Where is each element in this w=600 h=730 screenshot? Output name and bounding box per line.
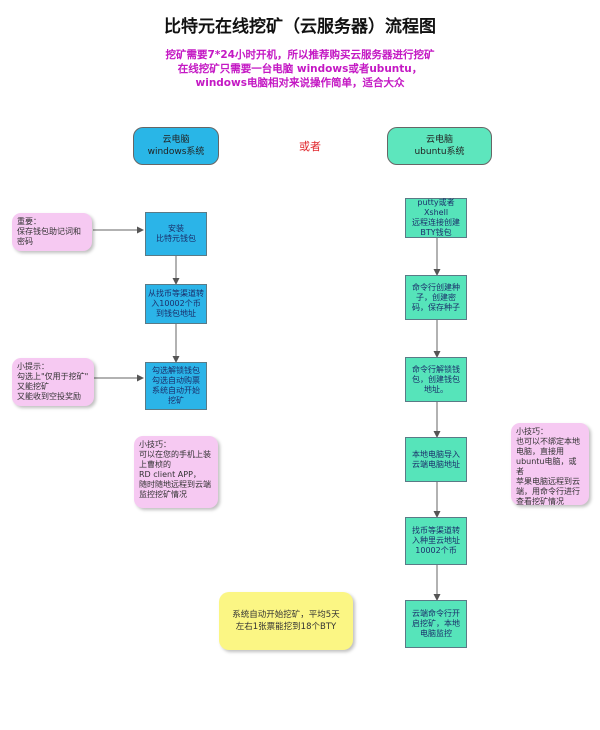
- note-line: 可以在您的手机上装: [139, 450, 211, 459]
- step-line: 比特元钱包: [156, 234, 196, 243]
- step-import-address: 本地电脑导入 云端电脑地址: [405, 437, 467, 482]
- step-line: 命令行创建种: [412, 282, 460, 292]
- windows-cloud-pc-box: 云电脑 windows系统: [133, 127, 219, 165]
- step-line: 命令行解锁钱: [412, 364, 460, 374]
- or-label: 或者: [299, 140, 321, 153]
- step-unlock-wallet: 勾选解锁钱包 勾选自动购票 系统自动开始 挖矿: [145, 362, 207, 410]
- step-transfer-coins: 从找币等渠道转 入10002个币 到钱包地址: [145, 284, 207, 324]
- note-line: 端，用命令行进行: [516, 487, 580, 496]
- note-line: RD client APP，: [139, 470, 201, 479]
- step-line: putty或者Xshell: [417, 198, 455, 217]
- note-line: 左右1张票能挖到18个BTY: [235, 622, 337, 632]
- note-line: 勾选上"仅用于挖矿": [17, 372, 89, 381]
- step-line: 云端电脑地址: [412, 459, 460, 469]
- step-line: 云端命令行开: [412, 609, 460, 618]
- note-important: 重要： 保存钱包助记词和 密码: [12, 213, 92, 251]
- note-line: 保存钱包助记词和: [17, 227, 81, 236]
- step-line: 远程连接创建: [412, 218, 460, 227]
- step-line: 包，创建钱包: [412, 374, 460, 384]
- note-line: 又能挖矿: [17, 382, 49, 391]
- note-line: 监控挖矿情况: [139, 490, 187, 499]
- note-line: 上曹桢的: [139, 460, 171, 469]
- step-line: 系统自动开始: [152, 386, 200, 395]
- step-transfer-to-cloud: 找币等渠道转 入种里云地址 10002个币: [405, 517, 467, 565]
- step-line: 安装: [168, 224, 184, 233]
- step-install-wallet: 安装 比特元钱包: [145, 212, 207, 256]
- step-line: 码，保存种子: [412, 302, 460, 312]
- subtitle-line: 挖矿需要7*24小时开机，所以推荐购买云服务器进行挖矿: [165, 49, 435, 61]
- windows-header-line: 云电脑: [162, 135, 190, 145]
- note-line: 也可以不绑定本地: [516, 437, 580, 446]
- subtitle-line: windows电脑相对来说操作简单，适合大众: [195, 77, 405, 89]
- note-line: 系统自动开始挖矿，平均5天: [232, 610, 340, 620]
- ubuntu-header-line: 云电脑: [425, 135, 453, 145]
- note-line: 查看挖矿情况: [516, 497, 564, 506]
- windows-header-line: windows系统: [147, 147, 205, 157]
- step-unlock-create-address: 命令行解锁钱 包，创建钱包 地址。: [405, 357, 467, 402]
- step-line: 从找币等渠道转: [148, 289, 204, 298]
- note-line: 小提示：: [17, 362, 49, 371]
- step-line: 启挖矿，本地: [412, 619, 460, 628]
- note-ubuntu-tip: 小技巧： 也可以不绑定本地 电脑，直接用 ubuntu电脑，或者 苹果电脑远程到…: [511, 423, 589, 506]
- step-line: 本地电脑导入: [412, 449, 460, 459]
- step-line: 找币等渠道转: [412, 526, 460, 535]
- ubuntu-cloud-pc-box: 云电脑 ubuntu系统: [387, 127, 492, 165]
- step-line: 挖矿: [168, 396, 184, 405]
- subtitle: 挖矿需要7*24小时开机，所以推荐购买云服务器进行挖矿 在线挖矿只需要一台电脑 …: [0, 48, 600, 90]
- note-line: 电脑，直接用: [516, 447, 564, 456]
- subtitle-line: 在线挖矿只需要一台电脑 windows或者ubuntu，: [177, 63, 423, 75]
- step-line: 勾选解锁钱包: [152, 366, 200, 375]
- step-start-mining-monitor: 云端命令行开 启挖矿，本地 电脑监控: [405, 600, 467, 648]
- note-line: 密码: [17, 237, 33, 246]
- step-line: 10002个币: [415, 546, 457, 555]
- ubuntu-header-line: ubuntu系统: [414, 147, 465, 157]
- step-line: 地址。: [424, 384, 448, 394]
- note-line: 随时随地远程到云端: [139, 480, 211, 489]
- note-line: 小技巧：: [516, 427, 548, 436]
- note-result: 系统自动开始挖矿，平均5天 左右1张票能挖到18个BTY: [219, 592, 353, 650]
- step-line: 入10002个币: [151, 299, 201, 308]
- step-line: BTY钱包: [420, 228, 452, 237]
- note-line: 又能收到空投奖励: [17, 392, 81, 401]
- page-title: 比特元在线挖矿（云服务器）流程图: [164, 17, 436, 37]
- step-line: 到钱包地址: [156, 309, 196, 318]
- note-line: 重要：: [17, 217, 41, 226]
- step-line: 勾选自动购票: [152, 376, 200, 385]
- note-small-tip: 小提示： 勾选上"仅用于挖矿" 又能挖矿 又能收到空投奖励: [12, 358, 94, 406]
- step-line: 电脑监控: [420, 629, 452, 638]
- note-line: ubuntu电脑，或者: [516, 457, 577, 476]
- step-line: 入种里云地址: [412, 536, 460, 545]
- step-create-seed: 命令行创建种 子，创建密 码，保存种子: [405, 275, 467, 320]
- note-line: 苹果电脑远程到云: [516, 477, 580, 486]
- note-windows-tip: 小技巧： 可以在您的手机上装 上曹桢的 RD client APP， 随时随地远…: [134, 436, 218, 508]
- step-line: 子，创建密: [416, 292, 456, 302]
- step-remote-create-wallet: putty或者Xshell 远程连接创建 BTY钱包: [405, 198, 467, 238]
- note-line: 小技巧：: [139, 440, 171, 449]
